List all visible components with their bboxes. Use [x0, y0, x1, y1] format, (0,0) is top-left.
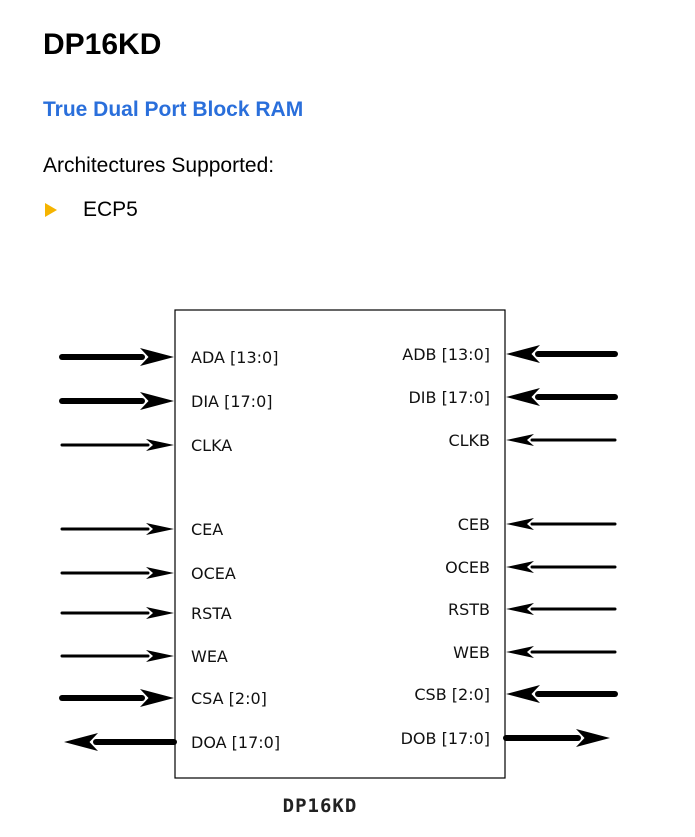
pin-label-clkb: CLKB: [448, 431, 490, 450]
pin-label-csa: CSA [2:0]: [191, 689, 267, 708]
arrowhead-icon: [506, 646, 534, 658]
architecture-item: ECP5: [43, 196, 138, 224]
architecture-item-label: ECP5: [83, 198, 138, 221]
right-port-group: ADB [13:0] DIB [17:0] CLKB CEB OCEB RSTB WEB CS…: [401, 345, 618, 748]
pin-label-rstb: RSTB: [448, 600, 490, 619]
page-title: DP16KD: [43, 28, 162, 61]
pin-label-adb: ADB [13:0]: [402, 345, 490, 364]
arrowhead-icon: [576, 729, 610, 747]
triangle-bullet-icon: [45, 203, 57, 217]
architectures-label: Architectures Supported:: [43, 154, 275, 177]
pin-label-cea: CEA: [191, 520, 223, 539]
arrowhead-icon: [140, 348, 174, 366]
block-caption: DP16KD: [283, 795, 358, 817]
pin-label-dob: DOB [17:0]: [401, 729, 490, 748]
left-port-group: ADA [13:0] DIA [17:0] CLKA CEA OCEA RSTA WEA CS…: [59, 348, 280, 752]
arrowhead-icon: [146, 607, 174, 619]
pin-label-clka: CLKA: [191, 436, 232, 455]
pin-label-web: WEB: [453, 643, 490, 662]
pin-label-ocea: OCEA: [191, 564, 236, 583]
pin-label-ceb: CEB: [458, 515, 490, 534]
pin-label-oceb: OCEB: [445, 558, 490, 577]
pin-label-ada: ADA [13:0]: [191, 348, 278, 367]
pin-label-dib: DIB [17:0]: [408, 388, 490, 407]
arrowhead-icon: [64, 733, 98, 751]
arrowhead-icon: [140, 392, 174, 410]
pin-label-wea: WEA: [191, 647, 228, 666]
arrowhead-icon: [506, 345, 540, 363]
page-subtitle: True Dual Port Block RAM: [43, 98, 304, 121]
pin-label-rsta: RSTA: [191, 604, 232, 623]
pin-label-dia: DIA [17:0]: [191, 392, 272, 411]
arrowhead-icon: [506, 685, 540, 703]
arrowhead-icon: [146, 439, 174, 451]
arrowhead-icon: [506, 434, 534, 446]
architectures-list: ECP5: [43, 196, 138, 224]
arrowhead-icon: [506, 518, 534, 530]
pin-label-csb: CSB [2:0]: [414, 685, 490, 704]
block-outline: [174, 309, 506, 779]
arrowhead-icon: [506, 561, 534, 573]
arrowhead-icon: [146, 650, 174, 662]
arrowhead-icon: [146, 567, 174, 579]
arrowhead-icon: [146, 523, 174, 535]
arrowhead-icon: [506, 603, 534, 615]
arrowhead-icon: [140, 689, 174, 707]
pin-label-doa: DOA [17:0]: [191, 733, 280, 752]
arrowhead-icon: [506, 388, 540, 406]
